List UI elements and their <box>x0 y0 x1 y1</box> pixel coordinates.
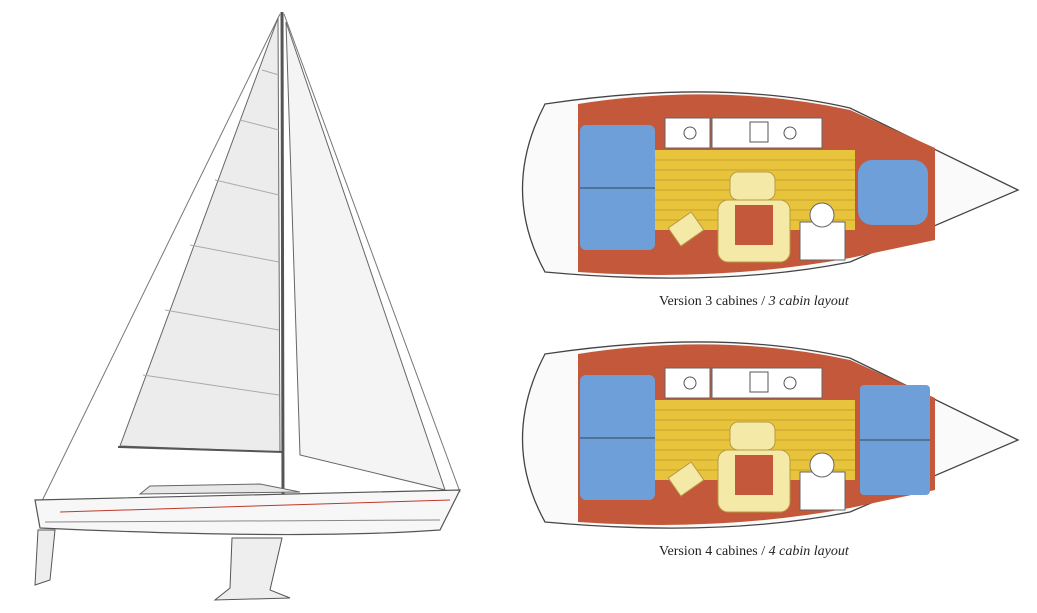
aft-head <box>664 367 711 399</box>
boom <box>117 446 284 453</box>
chart-table <box>667 211 705 247</box>
mainsail-battens <box>142 69 280 396</box>
table-leaf <box>729 421 776 451</box>
galley-sink-icon <box>783 376 797 390</box>
shower-icon <box>809 202 835 228</box>
hull <box>34 489 461 536</box>
backstay <box>39 13 281 506</box>
galley-sink-icon <box>783 126 797 140</box>
table-leaf <box>729 171 776 201</box>
deck-house <box>138 483 301 495</box>
rudder <box>34 529 56 586</box>
sheer-stripe <box>59 499 451 513</box>
mainsail <box>119 17 281 453</box>
forward-head <box>799 471 846 511</box>
saloon-table <box>735 205 773 245</box>
galley <box>711 117 823 149</box>
boot-stripe <box>44 519 441 523</box>
forward-cabin-berth <box>858 160 928 225</box>
toilet-icon <box>683 376 697 390</box>
keel <box>213 537 291 601</box>
aft-head <box>664 117 711 149</box>
stove-icon <box>749 371 769 393</box>
layout-caption-3-cabin: Version 3 cabines / 3 cabin layout <box>659 294 849 310</box>
shower-icon <box>809 452 835 478</box>
chart-table <box>667 461 705 497</box>
forestay <box>283 13 461 493</box>
galley <box>711 367 823 399</box>
jib <box>285 21 446 491</box>
mast <box>280 11 285 496</box>
version-label: Version 4 cabines / <box>659 544 766 559</box>
deck-plan-4-cabin <box>521 341 1020 529</box>
forward-head <box>799 221 846 261</box>
stove-icon <box>749 121 769 143</box>
layout-caption-4-cabin: Version 4 cabines / 4 cabin layout <box>659 544 849 560</box>
toilet-icon <box>683 126 697 140</box>
saloon-table <box>735 455 773 495</box>
sailboat-profile <box>34 11 461 601</box>
deck-plan-3-cabin <box>521 91 1020 279</box>
version-label: Version 3 cabines / <box>659 294 766 309</box>
english-label: 4 cabin layout <box>768 544 849 559</box>
english-label: 3 cabin layout <box>768 294 849 309</box>
